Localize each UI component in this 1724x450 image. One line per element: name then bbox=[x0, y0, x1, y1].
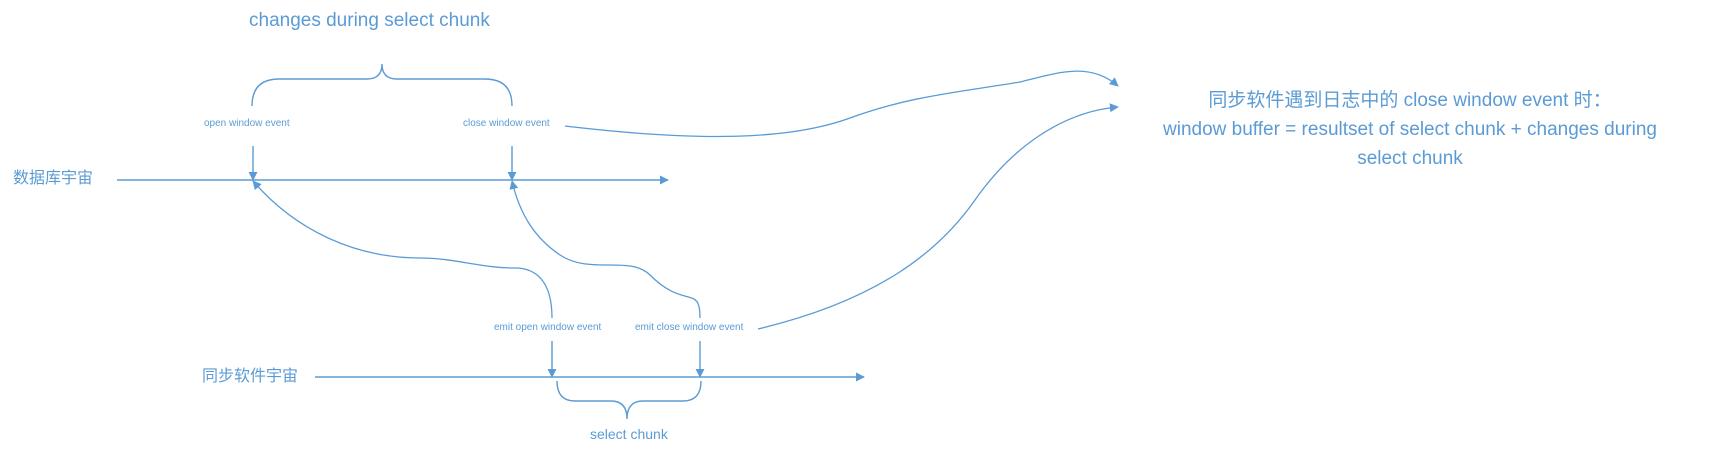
select-chunk-brace bbox=[556, 380, 702, 420]
window-buffer-note: 同步软件遇到日志中的 close window event 时： window … bbox=[1120, 86, 1700, 173]
sync-software-universe-label: 同步软件宇宙 bbox=[202, 366, 299, 385]
database-universe-label: 数据库宇宙 bbox=[13, 168, 94, 187]
note-line-3: select chunk bbox=[1357, 148, 1463, 169]
close-event-connector bbox=[509, 180, 701, 319]
note-line-2: window buffer = resultset of select chun… bbox=[1163, 119, 1657, 140]
emit-close-to-note-connector bbox=[757, 103, 1119, 330]
close-window-event-label: close window event bbox=[463, 118, 550, 129]
changes-during-select-chunk-label: changes during select chunk bbox=[249, 10, 490, 31]
open-event-connector bbox=[252, 180, 553, 319]
emit-close-window-event-label: emit close window event bbox=[635, 322, 744, 333]
emit-open-window-event-label: emit open window event bbox=[494, 322, 602, 333]
open-window-event-label: open window event bbox=[204, 118, 290, 129]
close-event-to-note-connector bbox=[564, 70, 1119, 138]
note-line-1: 同步软件遇到日志中的 close window event 时： bbox=[1208, 90, 1612, 111]
changes-brace bbox=[251, 63, 513, 107]
select-chunk-label: select chunk bbox=[590, 426, 668, 442]
